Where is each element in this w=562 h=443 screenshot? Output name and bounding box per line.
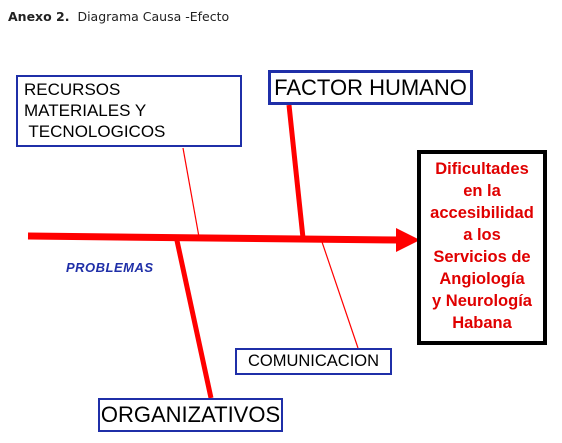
spine-label: PROBLEMAS [66, 260, 154, 275]
effect-line-8: Habana [452, 314, 512, 332]
bone-recursos [182, 147, 200, 238]
recursos-line-2: MATERIALES Y [24, 101, 147, 120]
bone-comunicacion [320, 238, 359, 349]
spine-arrowhead [396, 228, 420, 252]
caption-text: Diagrama Causa -Efecto [77, 9, 230, 24]
effect-line-4: a los [463, 226, 501, 244]
effect-box: Dificultades en la accesibilidad a los S… [417, 150, 547, 345]
effect-line-1: Dificultades [435, 160, 529, 178]
cause-box-comunicacion: COMUNICACION [235, 348, 392, 375]
cause-box-recursos: RECURSOS MATERIALES Y TECNOLOGICOS [16, 75, 242, 147]
spine-line [27, 232, 399, 244]
recursos-line-1: RECURSOS [24, 80, 121, 99]
cause-box-organizativos: ORGANIZATIVOS [98, 398, 283, 432]
effect-line-7: y Neurología [432, 292, 532, 310]
effect-line-6: Angiología [439, 270, 525, 288]
figure-caption: Anexo 2. Diagrama Causa -Efecto [8, 9, 229, 24]
caption-prefix: Anexo 2. [8, 9, 70, 24]
effect-line-5: Servicios de [433, 248, 531, 266]
bone-organizativos [173, 235, 214, 399]
recursos-line-3: TECNOLOGICOS [24, 122, 166, 141]
bone-humano [286, 104, 306, 239]
effect-line-3: accesibilidad [430, 204, 534, 222]
cause-box-humano: FACTOR HUMANO [268, 70, 473, 105]
effect-line-2: en la [463, 182, 501, 200]
